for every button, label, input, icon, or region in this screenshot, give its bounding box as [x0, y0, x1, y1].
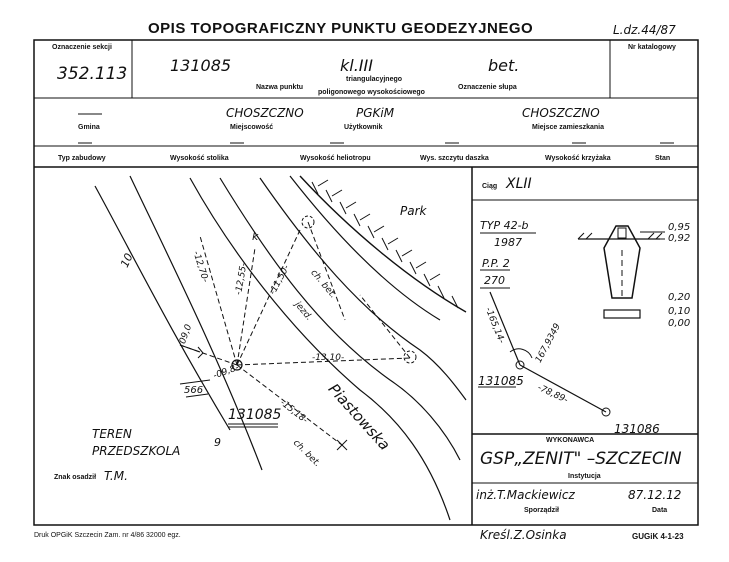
- pp2-value: 270: [484, 274, 505, 287]
- print-info: Druk OPGiK Szczecin Zam. nr 4/86 32000 e…: [34, 532, 181, 539]
- map-teren-2: PRZEDSZKOLA: [92, 444, 181, 458]
- wys-szczytu-daszka-label: Wys. szczytu daszka: [420, 155, 489, 162]
- prepared-by-value: inż.T.Mackiewicz: [476, 488, 575, 502]
- form-code: GUGiK 4-1-23: [632, 532, 684, 541]
- form-title: OPIS TOPOGRAFICZNY PUNKTU GEODEZYJNEGO: [148, 20, 534, 37]
- catalog-label: Nr katalogowy: [628, 44, 676, 51]
- drawn-by: Kreśl.Z.Osinka: [480, 528, 567, 542]
- wysokosc-stolika-label: Wysokość stolika: [170, 155, 229, 162]
- author-label: Znak osadził: [54, 474, 97, 481]
- section-value: 352.113: [57, 64, 128, 84]
- wysokosc-heliotropu-label: Wysokość heliotropu: [300, 155, 371, 162]
- height-095: 0,95: [668, 222, 691, 233]
- performer-value: GSP„ZENIT" –SZCZECIN: [480, 449, 682, 469]
- height-000: 0,00: [668, 318, 691, 329]
- dist-566: 566: [184, 385, 204, 396]
- date-value: 87.12.12: [628, 488, 682, 502]
- height-020: 0,20: [668, 292, 691, 303]
- stan-label: Stan: [655, 155, 671, 162]
- institution-label: Instytucja: [568, 473, 601, 480]
- uzytkownik-label: Użytkownik: [344, 124, 383, 131]
- date-label: Data: [652, 507, 668, 514]
- uzytkownik-value: PGKiM: [356, 106, 395, 120]
- map-k: k: [252, 230, 259, 243]
- map-teren-1: TEREN: [92, 427, 132, 441]
- class-label-2: poligonowego wysokościowego: [318, 89, 425, 96]
- prepared-by-label: Sporządził: [524, 507, 560, 514]
- zamieszkania-value: CHOSZCZNO: [522, 106, 600, 120]
- miejscowosc-label: Miejscowość: [230, 124, 274, 131]
- pp2-label: P.P. 2: [482, 257, 510, 270]
- registry-number: L.dz.44/87: [613, 23, 676, 37]
- point-name-label: Nazwa punktu: [256, 84, 304, 91]
- miejscowosc-value: CHOSZCZNO: [226, 106, 304, 120]
- wysokosc-krzyzaka-label: Wysokość krzyżaka: [545, 155, 611, 162]
- monument-type: TYP 42-b: [480, 219, 529, 232]
- gmina-label: Gmina: [78, 124, 100, 131]
- monument-year: 1987: [494, 236, 522, 249]
- pillar-value: bet.: [488, 56, 520, 75]
- height-092: 0,92: [668, 233, 691, 244]
- section-label: Oznaczenie sekcji: [52, 44, 112, 51]
- performer-label: WYKONAWCA: [546, 437, 595, 444]
- zamieszkania-label: Miejsce zamieszkania: [532, 124, 604, 131]
- map-point: 131085: [228, 407, 282, 423]
- pillar-label: Oznaczenie słupa: [458, 84, 517, 91]
- height-010: 0,10: [668, 306, 691, 317]
- point-name-value: 131085: [170, 56, 232, 75]
- map-park: Park: [400, 204, 427, 218]
- traverse-point-1: 131085: [478, 374, 524, 388]
- typ-zabudowy-label: Typ zabudowy: [58, 155, 106, 162]
- ciag-label: Ciąg: [482, 183, 498, 190]
- dist-1310: -13,10-: [312, 353, 345, 363]
- class-label-1: triangulacyjnego: [346, 76, 403, 83]
- class-value: kl.III: [340, 56, 373, 75]
- contour-9: 9: [214, 436, 221, 449]
- traverse-point-2: 131086: [614, 422, 660, 436]
- author-value: T.M.: [104, 469, 128, 483]
- ciag-value: XLII: [506, 176, 532, 192]
